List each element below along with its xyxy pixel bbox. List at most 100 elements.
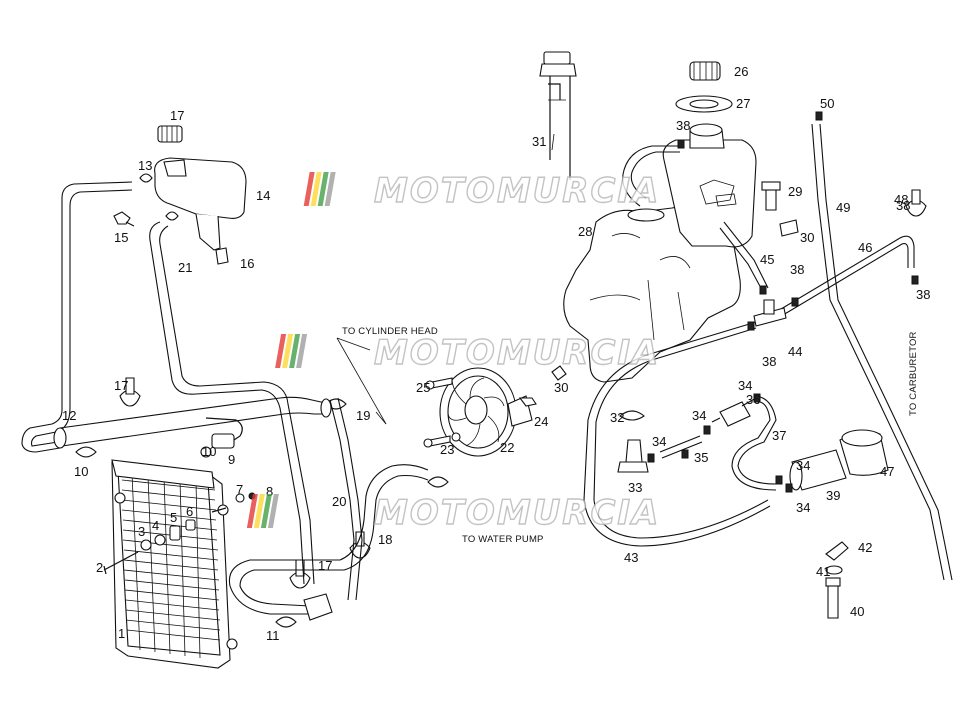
mounting-hardware	[825, 541, 849, 619]
part-label-6: 6	[186, 504, 193, 519]
part-label-25: 25	[416, 380, 430, 395]
watermark-stripe	[289, 334, 301, 368]
part-label-5: 5	[170, 510, 177, 525]
part-label-26: 26	[734, 64, 748, 79]
part-label-34: 34	[692, 408, 706, 423]
part-label-7: 7	[236, 482, 243, 497]
fuel-tank	[563, 123, 757, 383]
part-label-17: 17	[114, 378, 128, 393]
part-label-10: 10	[202, 444, 216, 459]
part-label-8: 8	[266, 484, 273, 499]
part-label-33: 33	[628, 480, 642, 495]
part-label-38: 38	[762, 354, 776, 369]
part-label-4: 4	[152, 518, 159, 533]
t-fitting	[677, 111, 919, 331]
part-label-30: 30	[554, 380, 568, 395]
part-label-28: 28	[578, 224, 592, 239]
annotation-to-carburetor: TO CARBURETOR	[908, 331, 919, 416]
watermark-stripe	[310, 172, 322, 206]
cooling-fan	[423, 365, 567, 457]
watermark-text: MOTOMURCIA	[374, 171, 660, 211]
watermark-stripe	[303, 172, 315, 206]
fuel-tap	[617, 410, 689, 473]
part-label-50: 50	[820, 96, 834, 111]
fuel-cap	[675, 61, 733, 113]
watermark-stripe	[296, 334, 308, 368]
fuel-level-sender	[539, 51, 577, 180]
part-label-34: 34	[796, 500, 810, 515]
watermark-text: MOTOMURCIA	[374, 493, 660, 533]
fuel-pump	[775, 429, 889, 493]
watermark-stripe	[253, 494, 265, 528]
watermark-stripe	[282, 334, 294, 368]
part-label-12: 12	[62, 408, 76, 423]
watermark-stripe	[267, 494, 279, 528]
part-label-38: 38	[916, 287, 930, 302]
part-label-30: 30	[800, 230, 814, 245]
part-label-9: 9	[228, 452, 235, 467]
part-label-20: 20	[332, 494, 346, 509]
part-label-3: 3	[138, 524, 145, 539]
part-label-31: 31	[532, 134, 546, 149]
watermark: MOTOMURCIA	[303, 170, 660, 212]
annotation-to-water-pump: TO WATER PUMP	[462, 534, 544, 545]
part-label-38: 38	[676, 118, 690, 133]
watermark-text: MOTOMURCIA	[374, 333, 660, 373]
watermark-stripe	[246, 494, 258, 528]
part-label-49: 49	[836, 200, 850, 215]
fuel-filter	[703, 393, 761, 435]
part-label-42: 42	[858, 540, 872, 555]
part-label-19: 19	[356, 408, 370, 423]
part-label-21: 21	[178, 260, 192, 275]
watermark-stripe	[260, 494, 272, 528]
part-label-11: 11	[266, 628, 280, 643]
part-label-38: 38	[896, 198, 910, 213]
part-label-40: 40	[850, 604, 864, 619]
watermark: MOTOMURCIA	[275, 332, 660, 374]
part-label-45: 45	[760, 252, 774, 267]
part-label-24: 24	[534, 414, 548, 429]
part-label-10: 10	[74, 464, 88, 479]
part-label-44: 44	[788, 344, 802, 359]
part-label-22: 22	[500, 440, 514, 455]
temperature-sensor	[200, 417, 243, 458]
part-label-48: 48	[894, 192, 908, 207]
part-label-47: 47	[880, 464, 894, 479]
watermark-stripe	[324, 172, 336, 206]
part-label-39: 39	[826, 488, 840, 503]
part-label-34: 34	[796, 458, 810, 473]
part-label-18: 18	[378, 532, 392, 547]
part-label-34: 34	[652, 434, 666, 449]
part-label-34: 34	[738, 378, 752, 393]
part-label-46: 46	[858, 240, 872, 255]
part-label-2: 2	[96, 560, 103, 575]
watermark-group: MOTOMURCIA MOTOMURCIA MOTOMURCIA	[246, 170, 660, 534]
part-label-38: 38	[790, 262, 804, 277]
watermark: MOTOMURCIA	[246, 492, 660, 534]
coolant-hoses	[21, 181, 429, 621]
radiator	[111, 459, 238, 669]
watermark-stripe	[317, 172, 329, 206]
expansion-tank	[154, 125, 247, 265]
part-label-43: 43	[624, 550, 638, 565]
part-label-15: 15	[114, 230, 128, 245]
part-label-16: 16	[240, 256, 254, 271]
part-label-23: 23	[440, 442, 454, 457]
small-fasteners	[761, 181, 927, 237]
part-label-36: 36	[746, 392, 760, 407]
part-label-14: 14	[256, 188, 270, 203]
part-label-32: 32	[610, 410, 624, 425]
part-label-13: 13	[138, 158, 152, 173]
part-label-27: 27	[736, 96, 750, 111]
leader-lines	[336, 133, 555, 425]
fuel-lines	[583, 123, 953, 581]
part-label-1: 1	[118, 626, 125, 641]
part-label-29: 29	[788, 184, 802, 199]
part-label-17: 17	[318, 558, 332, 573]
annotation-to-cylinder-head: TO CYLINDER HEAD	[342, 326, 438, 337]
hose-clamps	[75, 173, 449, 628]
part-label-41: 41	[816, 564, 830, 579]
part-label-37: 37	[772, 428, 786, 443]
